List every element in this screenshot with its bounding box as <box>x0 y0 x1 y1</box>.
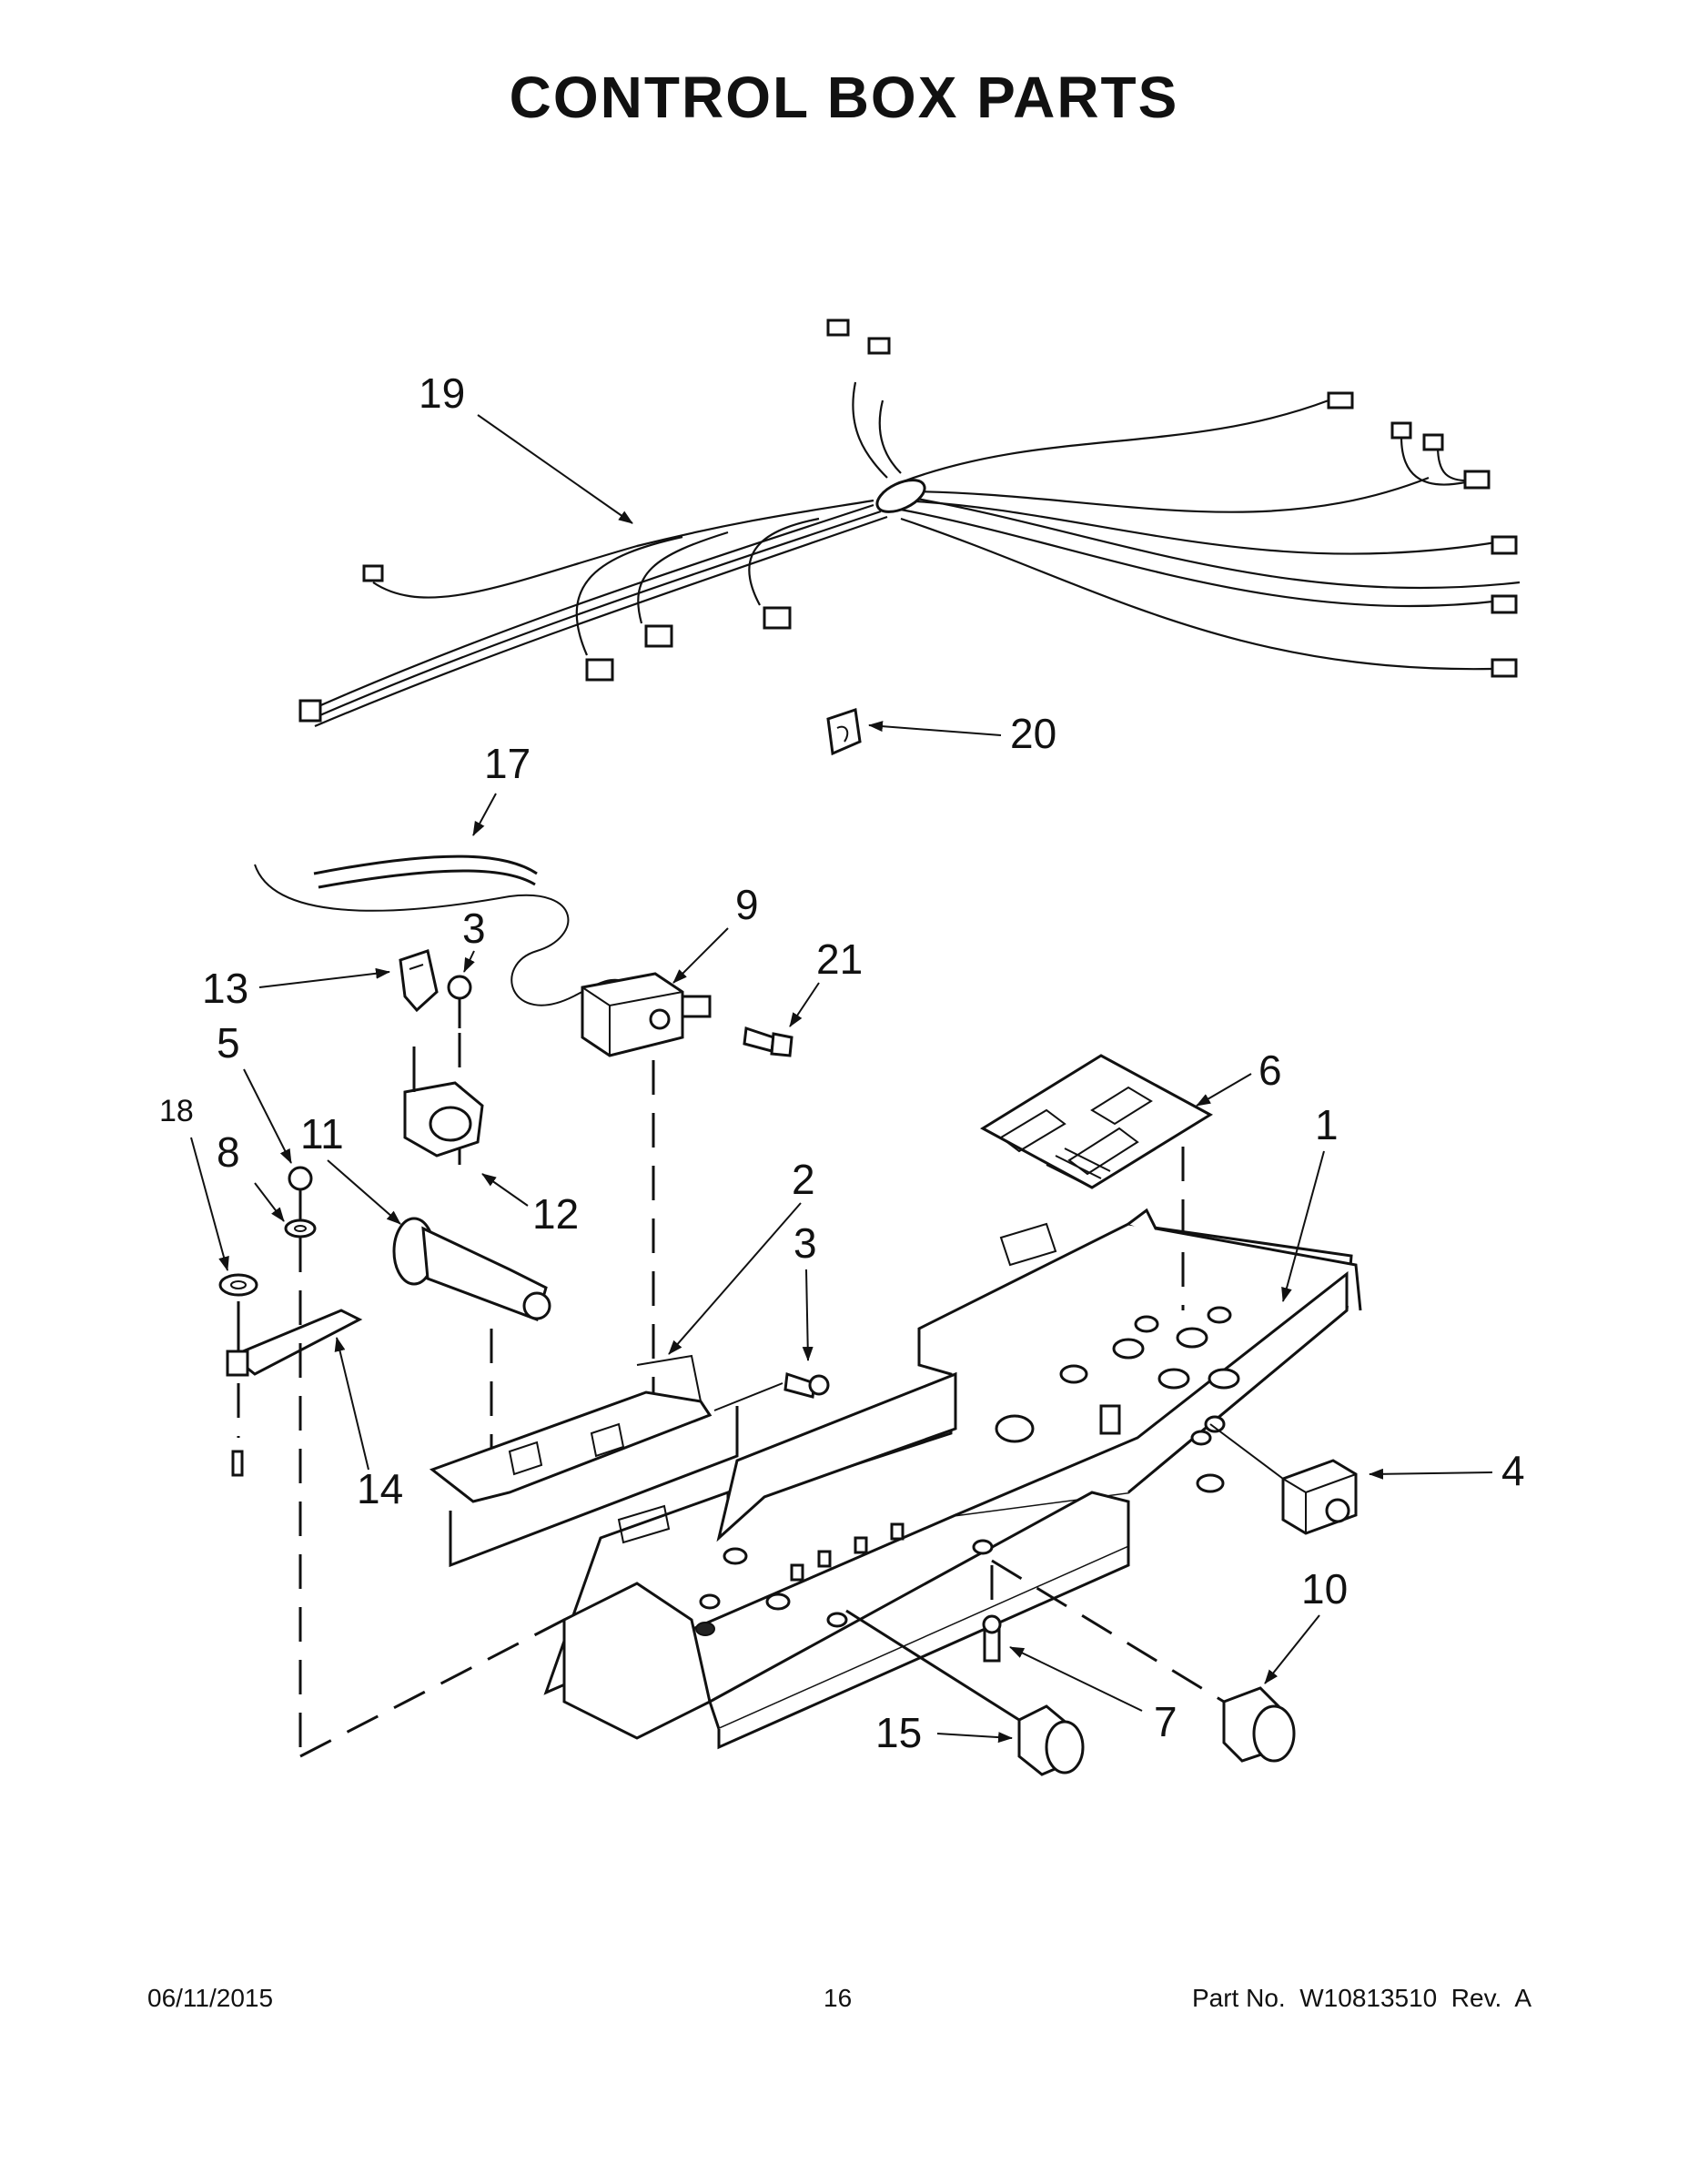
washer-part-18 <box>218 1273 258 1297</box>
callout-20: 20 <box>1010 710 1056 757</box>
callout-13: 13 <box>202 965 248 1012</box>
button-part-15 <box>1017 1704 1085 1776</box>
footer-date: 06/11/2015 <box>147 1984 274 2012</box>
actuator-part-11 <box>392 1217 551 1321</box>
tube-part-17 <box>254 854 629 1006</box>
washer-part-8 <box>284 1218 317 1239</box>
control-board-part-6 <box>980 1054 1213 1189</box>
screw-part-5 <box>288 1166 313 1219</box>
screw-part-3-upper <box>447 975 472 1028</box>
screw-part-3-lower <box>783 1371 830 1399</box>
callout-2: 2 <box>792 1156 815 1203</box>
callout-10: 10 <box>1301 1565 1348 1613</box>
callout-12: 12 <box>532 1190 579 1238</box>
callout-21: 21 <box>816 935 863 983</box>
footer-part-number: Part No. W10813510 Rev. A <box>1191 1984 1531 2012</box>
callout-19: 19 <box>419 369 465 417</box>
holder-part-12 <box>403 1046 484 1158</box>
switch-part-4 <box>1281 1459 1358 1535</box>
callout-14: 14 <box>357 1465 403 1512</box>
wire-harness-part <box>298 318 1521 728</box>
button-part-10 <box>1222 1686 1296 1763</box>
callout-3-upper: 3 <box>462 905 486 952</box>
switch-part-9 <box>581 972 712 1057</box>
mounting-plate-part-2 <box>429 1354 739 1568</box>
callout-18: 18 <box>159 1094 194 1128</box>
control-box-housing-part-1 <box>543 1208 1362 1750</box>
callout-8: 8 <box>217 1128 240 1176</box>
callout-17: 17 <box>484 740 531 787</box>
bracket-part-13 <box>399 949 439 1013</box>
callout-9: 9 <box>735 881 759 928</box>
page-title: CONTROL BOX PARTS <box>509 65 1179 130</box>
screw-part-7 <box>982 1614 1002 1663</box>
callout-6: 6 <box>1258 1046 1282 1094</box>
footer-page-number: 16 <box>824 1984 853 2012</box>
callout-15: 15 <box>875 1709 922 1756</box>
callout-4: 4 <box>1501 1447 1525 1494</box>
screw-part-21 <box>743 1026 793 1057</box>
callout-11: 11 <box>300 1110 344 1158</box>
callout-3-lower: 3 <box>793 1219 817 1267</box>
clip-part-20 <box>826 708 862 756</box>
callout-5: 5 <box>217 1019 240 1067</box>
callout-1: 1 <box>1315 1101 1339 1148</box>
callout-7: 7 <box>1154 1698 1178 1745</box>
lever-part-14 <box>226 1301 363 1477</box>
